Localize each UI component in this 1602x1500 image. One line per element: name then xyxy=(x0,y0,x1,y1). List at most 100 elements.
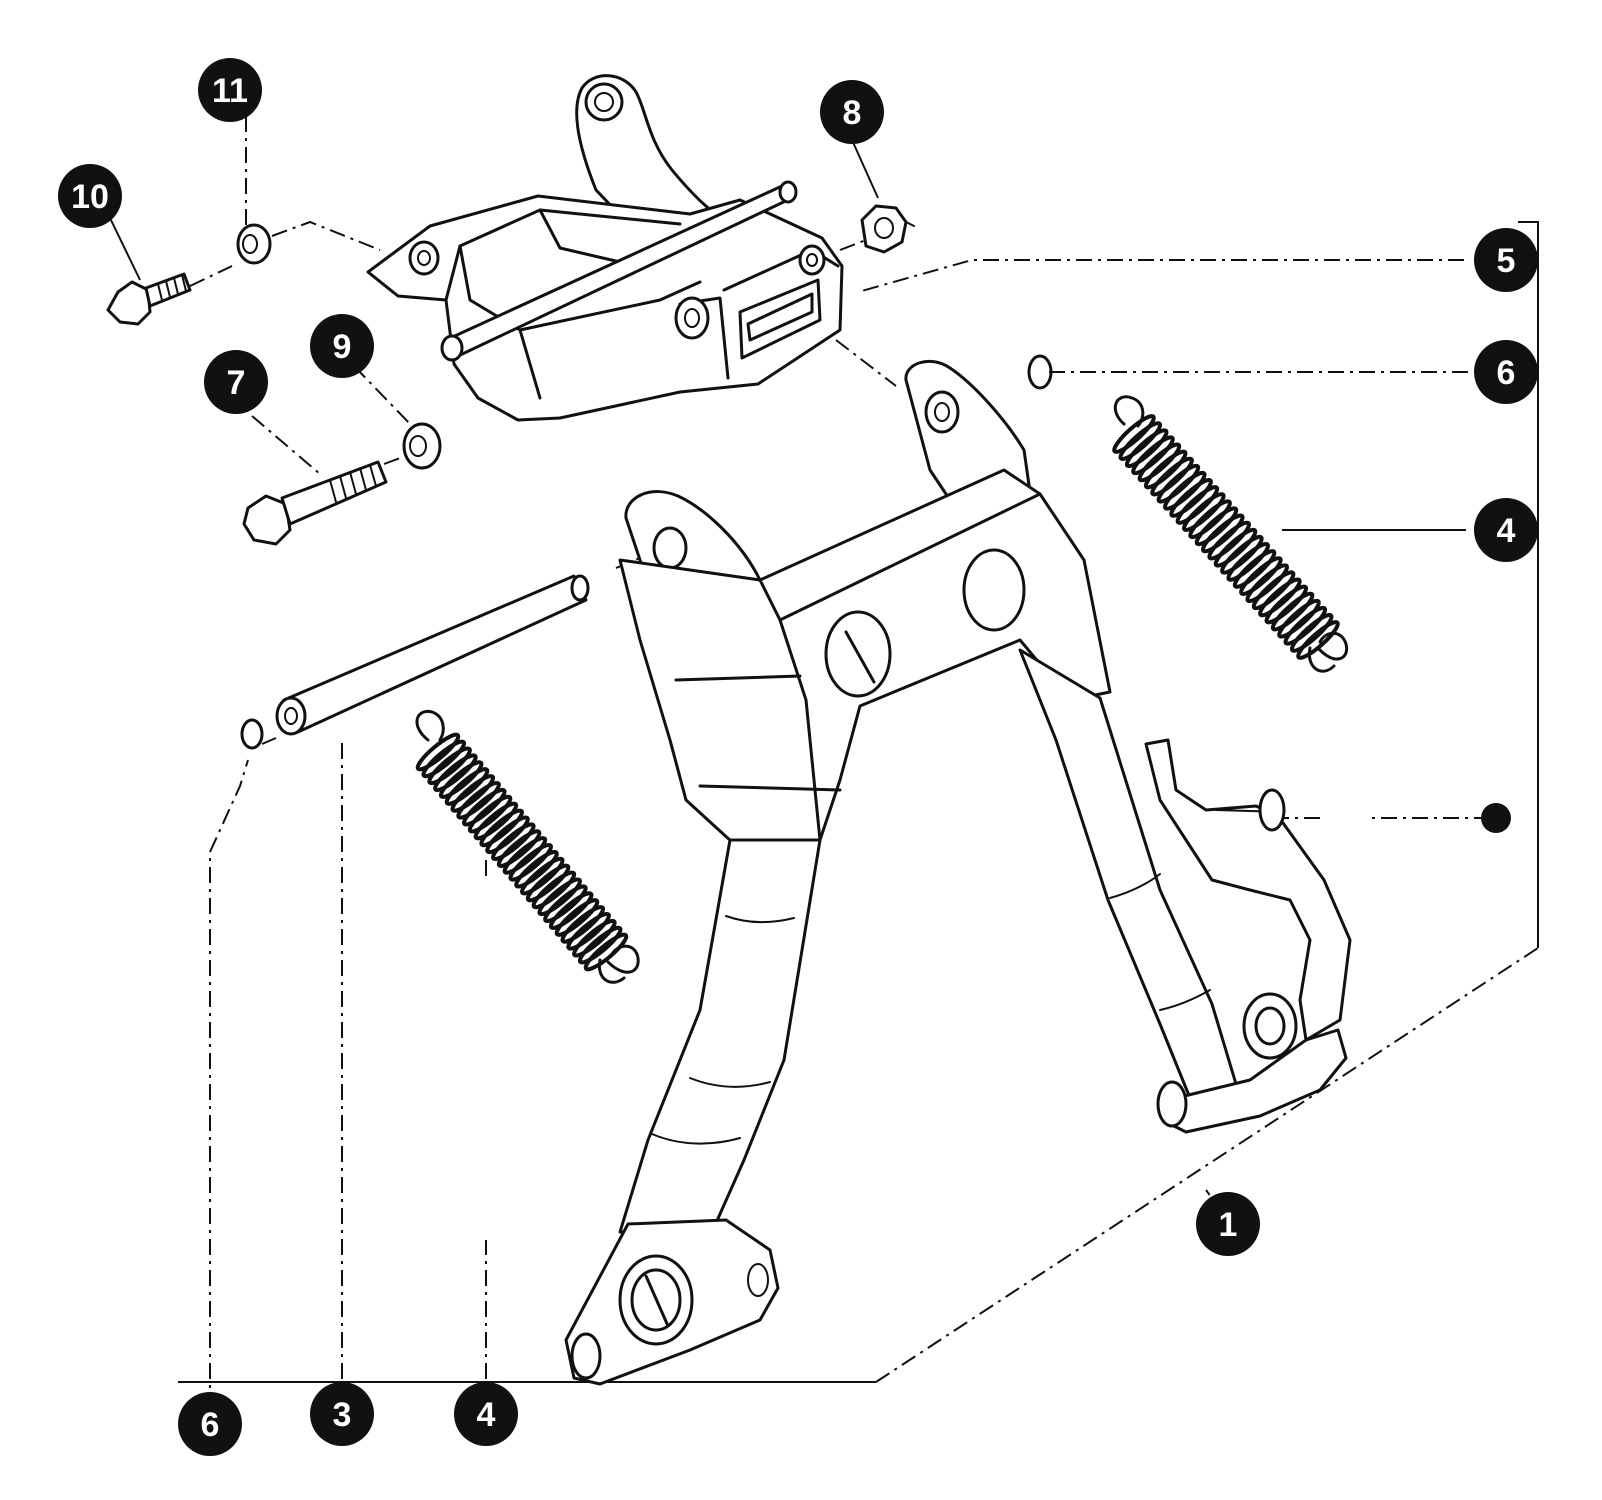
rod-part xyxy=(275,574,590,736)
spring-coil xyxy=(1182,492,1226,532)
callout-4-right: 4 xyxy=(1474,498,1538,562)
spring-coil xyxy=(1220,534,1264,575)
callout-11: 11 xyxy=(198,58,262,122)
spring-coil xyxy=(433,753,478,793)
spring-left-coils xyxy=(415,732,629,972)
spring-coil xyxy=(1118,421,1163,461)
spring-coil xyxy=(1296,620,1340,660)
leader-lines xyxy=(109,116,1539,1410)
washer-9-part xyxy=(402,422,442,470)
callout-8-label: 8 xyxy=(843,94,862,132)
spring-coil xyxy=(1264,584,1309,625)
callout-4-bottom: 4 xyxy=(454,1382,518,1446)
spring-coil xyxy=(450,774,496,813)
spring-coil xyxy=(566,911,611,951)
spring-coil xyxy=(1188,499,1232,540)
axis-washer-11 xyxy=(271,220,381,251)
spring-coil xyxy=(1270,591,1315,632)
callout-10-label: 10 xyxy=(71,178,109,216)
spring-coil xyxy=(577,925,623,965)
callout-1-label: 1 xyxy=(1219,1206,1238,1244)
spring-coil xyxy=(1175,485,1220,525)
callout-4-right-label: 4 xyxy=(1497,512,1516,550)
spring-coil xyxy=(421,739,467,779)
spring-coil xyxy=(1239,556,1283,596)
center-stand-part xyxy=(564,359,1352,1386)
spring-coil xyxy=(1156,463,1201,504)
spring-coil xyxy=(502,836,548,875)
spring-coil xyxy=(456,780,501,820)
spring-coil xyxy=(415,732,461,772)
callout-6-bottom: 6 xyxy=(178,1392,242,1456)
axis-bolt-10 xyxy=(189,265,233,287)
spring-right-coils xyxy=(1112,414,1340,660)
axis-mount-stand xyxy=(835,339,897,387)
callout-8: 8 xyxy=(820,80,884,144)
spring-coil xyxy=(508,842,553,882)
leader-6-bottom xyxy=(209,759,249,1410)
callout-7: 7 xyxy=(204,350,268,414)
spring-coil xyxy=(1194,506,1239,547)
spring-coil xyxy=(543,884,588,924)
spring-coil xyxy=(1251,570,1296,611)
spring-coil xyxy=(1226,542,1270,582)
spring-coil xyxy=(520,856,565,896)
callout-6-right: 6 xyxy=(1474,340,1538,404)
washer-11-part xyxy=(236,223,272,265)
spring-coil xyxy=(1124,428,1169,469)
spring-coil xyxy=(1131,435,1175,476)
spring-coil xyxy=(560,905,606,944)
spring-coil xyxy=(473,801,519,841)
circlip-right-part xyxy=(1027,354,1053,390)
spring-coil xyxy=(1112,414,1156,454)
leader-bracket-right xyxy=(1518,221,1539,948)
callout-9-label: 9 xyxy=(333,328,352,366)
spring-coil xyxy=(537,877,582,917)
leader-9 xyxy=(353,365,413,427)
mount-bracket-part xyxy=(366,74,844,422)
spring-coil xyxy=(427,746,472,786)
leader-10 xyxy=(109,217,141,281)
spring-coil xyxy=(1150,456,1194,497)
spring-coil xyxy=(525,863,571,903)
spring-coil xyxy=(1163,470,1207,511)
callout-7-label: 7 xyxy=(227,364,246,402)
callout-6-bottom-label: 6 xyxy=(201,1406,220,1444)
callout-4-bottom-label: 4 xyxy=(477,1396,496,1434)
leader-8 xyxy=(851,139,879,199)
spring-coil xyxy=(1207,520,1251,561)
spring-coil xyxy=(1169,478,1213,518)
spring-coil xyxy=(1143,449,1188,490)
spring-coil xyxy=(1283,605,1328,646)
callout-1: 1 xyxy=(1196,1192,1260,1256)
callout-11-label: 11 xyxy=(212,72,248,110)
spring-coil xyxy=(462,787,507,827)
spring-coil xyxy=(514,849,559,889)
callout-5-label: 5 xyxy=(1497,242,1516,280)
callout-5: 5 xyxy=(1474,228,1538,292)
callout-10: 10 xyxy=(58,164,122,228)
spring-coil xyxy=(1201,513,1245,554)
spring-coil xyxy=(583,932,629,972)
callout-9: 9 xyxy=(310,314,374,378)
spring-coil xyxy=(438,760,484,799)
spring-coil xyxy=(496,829,542,868)
spring-coil xyxy=(1232,549,1277,589)
leader-7 xyxy=(251,415,321,475)
spring-coil xyxy=(531,870,577,910)
bolt-7-part xyxy=(242,460,388,546)
circlip-left-part xyxy=(240,718,264,750)
spring-coil xyxy=(548,891,594,930)
spring-coil xyxy=(1289,613,1334,653)
leader-main-diagonal xyxy=(875,947,1539,1383)
spring-coil xyxy=(554,898,600,937)
spring-coil xyxy=(1277,598,1321,639)
spring-coil xyxy=(467,794,513,834)
spring-coil xyxy=(485,815,530,855)
axis-bolt-7 xyxy=(383,457,401,465)
callout-3: 3 xyxy=(310,1382,374,1446)
spring-coil xyxy=(1137,442,1182,483)
spring-coil xyxy=(444,767,490,806)
callout-3-label: 3 xyxy=(333,1396,352,1434)
